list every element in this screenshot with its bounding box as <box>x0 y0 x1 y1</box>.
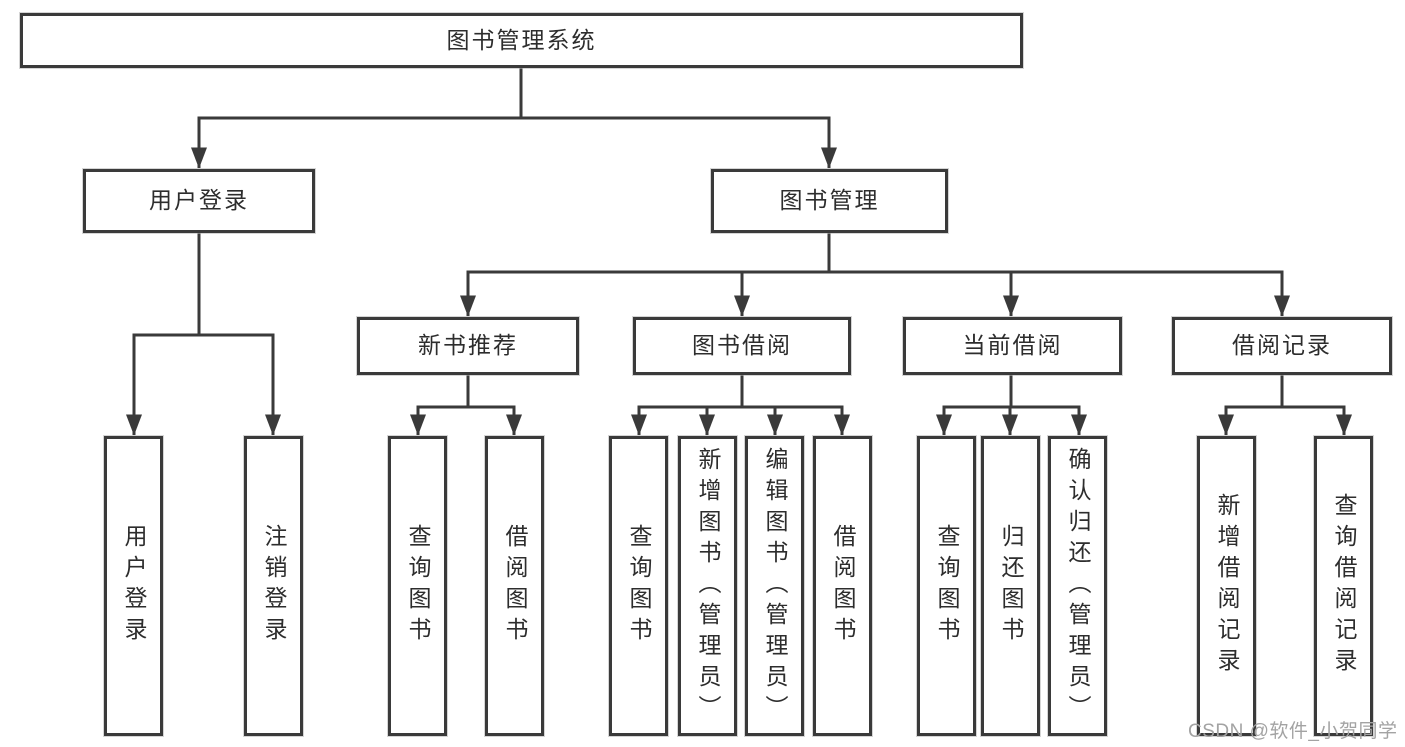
leaf-confirm-return-admin: 确认归还（管理员） <box>1048 436 1107 736</box>
leaf-label: 新增图书（管理员） <box>695 446 721 726</box>
leaf-label: 编辑图书（管理员） <box>762 446 788 726</box>
leaf-label: 借阅图书 <box>830 524 856 648</box>
leaf-label: 查询图书 <box>626 524 652 648</box>
leaf-query-books-new-book: 查询图书 <box>388 436 447 736</box>
watermark: CSDN @软件_小贺同学 <box>1188 721 1398 742</box>
leaf-add-borrow-record: 新增借阅记录 <box>1197 436 1256 736</box>
leaf-query-books-book-borrow: 查询图书 <box>609 436 668 736</box>
node-label: 图书借阅 <box>692 332 792 359</box>
leaf-label: 查询图书 <box>405 524 431 648</box>
node-book-management: 图书管理 <box>711 169 948 233</box>
leaf-label: 注销登录 <box>261 524 287 648</box>
node-new-book-recommend: 新书推荐 <box>357 317 579 375</box>
node-library-management-system: 图书管理系统 <box>20 13 1023 68</box>
leaf-borrow-books-book-borrow: 借阅图书 <box>813 436 872 736</box>
leaf-label: 归还图书 <box>998 524 1024 648</box>
leaf-query-borrow-record: 查询借阅记录 <box>1314 436 1373 736</box>
leaf-edit-books-admin: 编辑图书（管理员） <box>745 436 804 736</box>
leaf-query-books-current-borrow: 查询图书 <box>917 436 976 736</box>
leaf-add-books-admin: 新增图书（管理员） <box>678 436 737 736</box>
node-label: 用户登录 <box>149 187 249 214</box>
leaf-return-books: 归还图书 <box>981 436 1040 736</box>
leaf-label: 新增借阅记录 <box>1214 493 1240 679</box>
leaf-label: 查询借阅记录 <box>1331 493 1357 679</box>
leaf-logout: 注销登录 <box>244 436 303 736</box>
node-book-borrow: 图书借阅 <box>633 317 851 375</box>
leaf-borrow-books-new-book: 借阅图书 <box>485 436 544 736</box>
node-label: 图书管理系统 <box>446 26 597 53</box>
node-label: 新书推荐 <box>418 332 518 359</box>
leaf-label: 确认归还（管理员） <box>1065 446 1091 726</box>
node-current-borrow: 当前借阅 <box>903 317 1122 375</box>
node-label: 借阅记录 <box>1232 332 1332 359</box>
leaf-label: 借阅图书 <box>502 524 528 648</box>
node-label: 当前借阅 <box>962 332 1063 359</box>
leaf-label: 查询图书 <box>934 524 960 648</box>
leaf-user-login: 用户登录 <box>104 436 163 736</box>
leaf-label: 用户登录 <box>121 524 147 648</box>
node-user-login: 用户登录 <box>83 169 315 233</box>
node-label: 图书管理 <box>779 187 880 214</box>
node-borrow-records: 借阅记录 <box>1172 317 1392 375</box>
